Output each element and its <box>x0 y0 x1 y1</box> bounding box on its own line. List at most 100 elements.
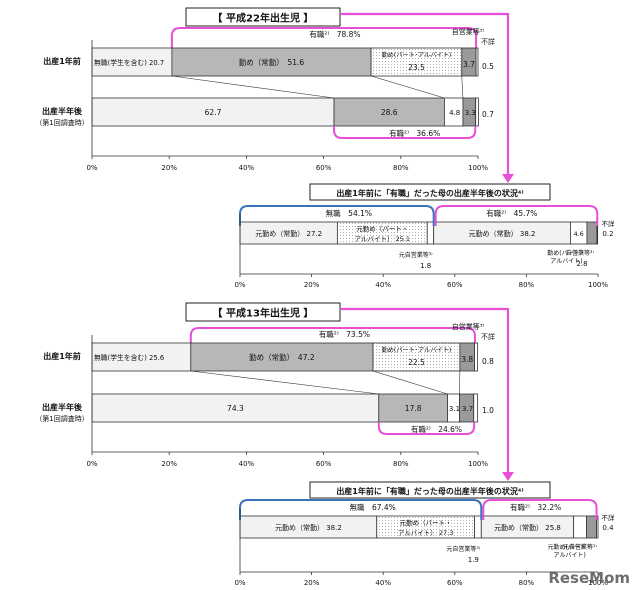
sub1-brace-left-label: 無職 67.4% <box>349 502 395 512</box>
main0-row0-part-segment <box>370 47 463 77</box>
sub1-title-box <box>309 481 551 499</box>
main0-row1-label-part: 4.8 <box>449 109 460 117</box>
main0-row0-label-fushou: 0.5 <box>482 62 494 71</box>
main0-bottom-brace-label: 有職²⁾ 36.6% <box>389 128 440 138</box>
main1-fushou-annotation: 不詳 <box>481 332 495 341</box>
sub0-label-s0: 元勤め（常勤） 27.2 <box>255 229 322 238</box>
main1-title: 【 平成13年出生児 】 <box>213 307 314 320</box>
sub0-brace-right-label: 有職²⁾ 45.7% <box>486 208 537 218</box>
main1-title-box <box>185 302 341 322</box>
sub0-brace-left-label: 無職 54.1% <box>326 208 372 218</box>
sub0-fushou-annotation: 不詳 <box>602 219 616 228</box>
main1-row0-mukyoku-segment <box>91 342 192 372</box>
main1-x-tick-label: 40% <box>239 460 255 468</box>
main1-arrow-head <box>502 472 514 481</box>
main1-jieigyo-annotation: 自営業等³⁾ <box>452 322 485 331</box>
sub0-jie-annotation: 自営業等³⁾ <box>566 249 594 257</box>
main0-jieigyo-annotation: 自営業等³⁾ <box>452 27 485 36</box>
main0-x-tick-label: 100% <box>468 164 488 172</box>
sub1-title: 出産1年前に「有職」だった母の出産半年後の状況⁴⁾ <box>336 486 523 496</box>
sub1-moto-jie-annotation: 元自営業等³⁾ <box>446 545 480 553</box>
sub1-x-tick-label: 0% <box>234 579 245 587</box>
main1-row0-label-kinmu: 勤め（常勤） 47.2 <box>249 352 315 362</box>
main1-bottom-brace <box>377 422 476 435</box>
main0-arrow-line <box>340 12 510 176</box>
main0-row0-kinmu-segment <box>171 47 372 77</box>
main0-row0-mukyoku-segment <box>91 47 173 77</box>
main1-x-tick-label: 60% <box>316 460 332 468</box>
main1-row0-label-part: 22.5 <box>408 358 425 367</box>
main0-row1-label-mukyoku: 62.7 <box>205 108 222 117</box>
resemom-watermark: ReseMom <box>548 569 630 587</box>
main1-connector-line <box>372 370 448 395</box>
main1-bottom-brace-label: 有職²⁾ 24.6% <box>411 424 462 434</box>
main0-row1-label-fushou: 0.7 <box>482 110 494 119</box>
sub1-label-s1a: 元勤め（パート・ <box>400 518 452 527</box>
main1-x-tick-label: 100% <box>468 460 488 468</box>
sub1-segment-5 <box>586 515 597 539</box>
main1-category-label-0: 出産1年前 <box>43 351 81 361</box>
main1-row0-label-part-name: 勤め(パート･アルバイト) <box>382 346 452 354</box>
main0-x-tick-label: 0% <box>86 164 97 172</box>
main0-row0-label-jieigyo: 3.7 <box>463 60 475 69</box>
main0-x-tick-label: 80% <box>393 164 409 172</box>
main1-row0-part-segment <box>372 342 461 372</box>
main0-row0-label-kinmu: 勤め（常勤） 51.6 <box>239 57 305 67</box>
main0-row0-fushou-segment <box>475 47 479 77</box>
main1-row1-kinmu-segment <box>378 393 448 423</box>
sub1-label-s3: 元勤め（常勤） 25.8 <box>494 523 561 532</box>
main0-bottom-brace <box>333 126 477 139</box>
sub0-moto-jie-value: 1.8 <box>420 262 431 270</box>
sub0-x-tick-label: 40% <box>375 281 391 289</box>
sub1-segment-2 <box>474 515 482 539</box>
sub1-label-s1b: アルバイト） 27.3 <box>398 529 453 537</box>
main0-title-box <box>185 7 341 27</box>
main0-category-sublabel-1: （第1回調査時） <box>35 118 88 127</box>
main1-row1-mukyoku-segment <box>91 393 380 423</box>
sub1-x-tick-label: 80% <box>519 579 535 587</box>
sub0-brace-right <box>434 205 599 226</box>
sub0-x-tick-label: 100% <box>588 281 608 289</box>
main1-connector-line <box>190 370 379 395</box>
main1-row1-label-part: 3.1 <box>449 405 460 413</box>
main1-row1-label-mukyoku: 74.3 <box>227 404 244 413</box>
main0-connector-line <box>370 75 445 99</box>
sub0-brace-left <box>239 205 435 226</box>
sub1-part-annotation-b: アルバイト) <box>554 552 586 559</box>
main1-row0-label-fushou: 0.8 <box>482 357 494 366</box>
main0-x-tick-label: 60% <box>316 164 332 172</box>
sub1-label-s0: 元勤め（常勤） 38.2 <box>275 523 342 532</box>
sub1-part-annotation-a: 元勤め(パート・ <box>547 543 591 551</box>
sub1-brace-right-label: 有職²⁾ 32.2% <box>510 502 561 512</box>
main0-category-label-1: 出産半年後 <box>42 106 83 116</box>
main0-x-tick-label: 20% <box>161 164 177 172</box>
sub1-x-tick-label: 100% <box>588 579 608 587</box>
main1-category-sublabel-1: （第1回調査時） <box>35 414 88 423</box>
sub1-jie-annotation: 元自営業等³⁾ <box>563 543 597 551</box>
main0-title: 【 平成22年出生児 】 <box>213 12 314 25</box>
sub1-x-tick-label: 20% <box>304 579 320 587</box>
sub0-label-s4: 4.6 <box>573 230 583 238</box>
sub0-label-s3: 元勤め（常勤） 38.2 <box>469 229 536 238</box>
sub0-label-s1a: 元勤め（パート・ <box>356 224 408 233</box>
main1-row1-label-fushou: 1.0 <box>482 406 494 415</box>
sub1-label-s6: 0.4 <box>602 524 614 532</box>
sub0-moto-jie-annotation: 元自営業等³⁾ <box>399 251 433 259</box>
sub1-segment-4 <box>573 515 587 539</box>
sub0-label-s6: 0.2 <box>602 230 613 238</box>
main0-top-brace <box>170 27 478 48</box>
sub0-segment-5 <box>586 221 598 245</box>
sub1-brace-right <box>482 499 598 520</box>
sub1-x-tick-label: 60% <box>447 579 463 587</box>
sub0-x-tick-label: 20% <box>304 281 320 289</box>
main0-row1-fushou-segment <box>475 97 479 127</box>
main1-row0-label-jieigyo: 3.8 <box>461 355 473 364</box>
main0-row0-label-part-name: 勤め(パート･アルバイト) <box>382 51 452 59</box>
main1-row0-kinmu-segment <box>190 342 374 372</box>
main1-row0-fushou-segment <box>474 342 479 372</box>
main1-x-tick-label: 0% <box>86 460 97 468</box>
sub0-title-box <box>309 183 551 201</box>
sub0-jie-value: 2.8 <box>576 260 587 268</box>
main0-category-label-0: 出産1年前 <box>43 56 81 66</box>
